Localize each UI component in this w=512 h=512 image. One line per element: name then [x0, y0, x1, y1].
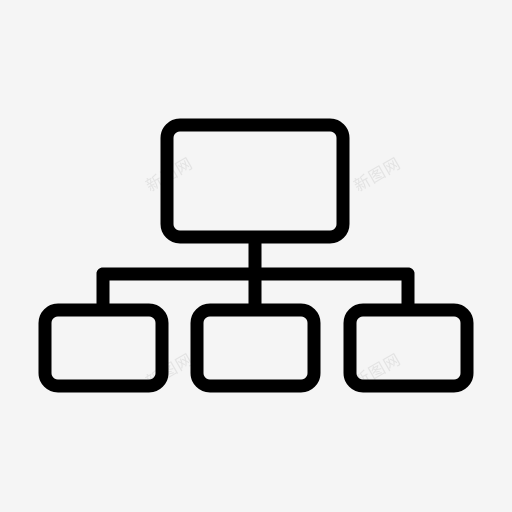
right-child-node-box [343, 303, 474, 393]
left-child-node-box [38, 303, 169, 393]
watermark-text: 新图网 [351, 154, 405, 196]
top-node-box [160, 118, 350, 244]
middle-child-node-box [190, 303, 321, 393]
hierarchy-lines [38, 118, 474, 393]
